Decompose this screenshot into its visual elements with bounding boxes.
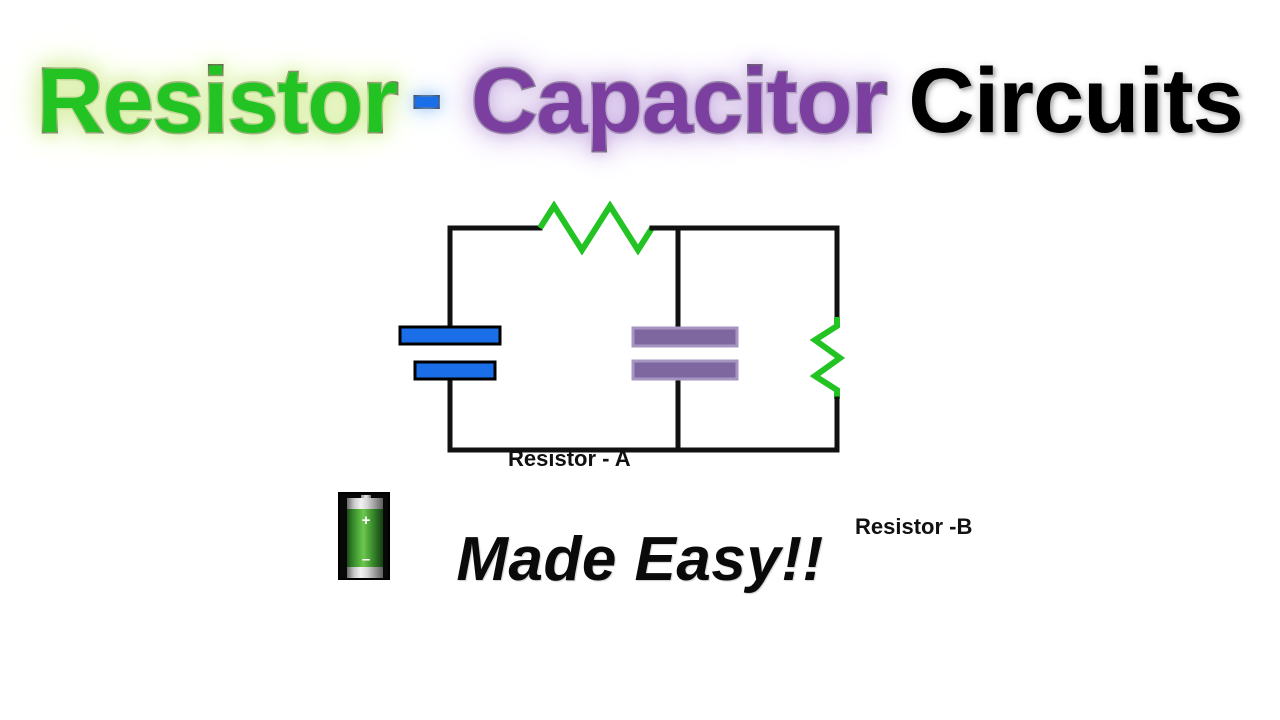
- battery-minus-sign: –: [361, 551, 371, 568]
- battery-terminal-nub: [361, 495, 371, 500]
- circuit-diagram: + – Resistor - A Resistor -B: [0, 180, 1280, 580]
- battery-cap-bottom: [347, 567, 383, 578]
- label-resistor-b: Resistor -B: [855, 514, 973, 539]
- source-capacitor-plate-bottom: [413, 360, 497, 381]
- battery-plus-sign: +: [361, 512, 371, 529]
- resistor-a-zigzag: [537, 200, 655, 256]
- title-bar: Resistor - Capacitor Circuits: [0, 46, 1280, 156]
- battery-cap-top: [347, 498, 383, 509]
- label-resistor-a: Resistor - A: [508, 446, 631, 471]
- title-word-circuits: Circuits: [908, 50, 1244, 152]
- wire-top-left: [447, 225, 543, 338]
- title-separator-dash: -: [410, 44, 444, 146]
- wire-bottom-rail: [447, 369, 840, 453]
- title-word-resistor: Resistor: [36, 50, 400, 152]
- capacitor-c-plate-top: [631, 326, 739, 348]
- circuit-schematic-svg: [398, 200, 846, 453]
- title-word-capacitor: Capacitor: [469, 50, 888, 152]
- battery-icon: + –: [338, 492, 390, 580]
- source-capacitor-plate-top: [398, 325, 502, 346]
- capacitor-c-plate-bottom: [631, 359, 739, 381]
- battery-body: [347, 502, 383, 572]
- resistor-b-zigzag: [809, 317, 846, 399]
- tagline-made-easy: Made Easy!!: [456, 525, 824, 594]
